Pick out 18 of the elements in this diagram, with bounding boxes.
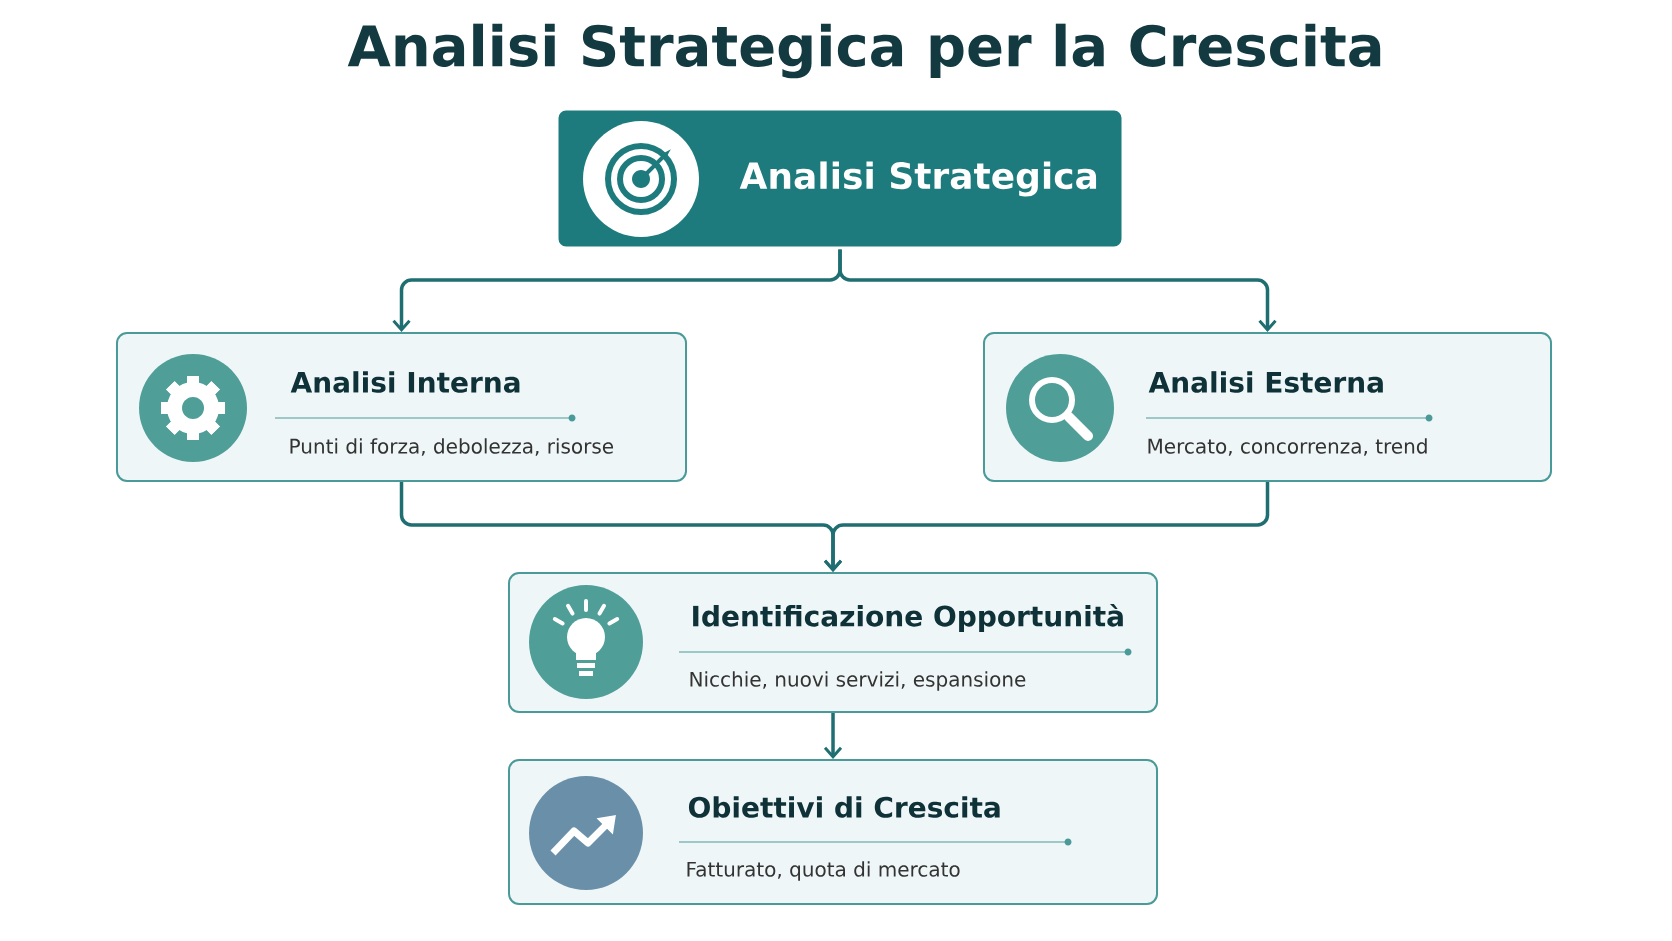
heading: Analisi Strategica [739,161,1097,197]
arrow [838,249,1277,332]
arrow [823,713,843,759]
title: Analisi Strategica per la Crescita [347,23,1381,79]
step-box [983,332,1552,482]
heading: Analisi Esterna [1148,371,1383,393]
description: Mercato, concorrenza, trend [1148,438,1427,456]
heading: Obiettivi di Crescita [688,796,1000,818]
step-box [508,759,1158,905]
description: Nicchie, nuovi servizi, espansione [690,671,1026,691]
description: Punti di forza, debolezza, risorse [290,438,614,456]
header-box [555,107,1125,250]
heading: Identificazione Opportunità [693,603,1123,633]
heading: Analisi Interna [290,371,520,393]
description: Fatturato, quota di mercato [687,861,960,881]
step-box [116,332,687,482]
step-box [508,572,1158,713]
arrow [823,482,1270,572]
